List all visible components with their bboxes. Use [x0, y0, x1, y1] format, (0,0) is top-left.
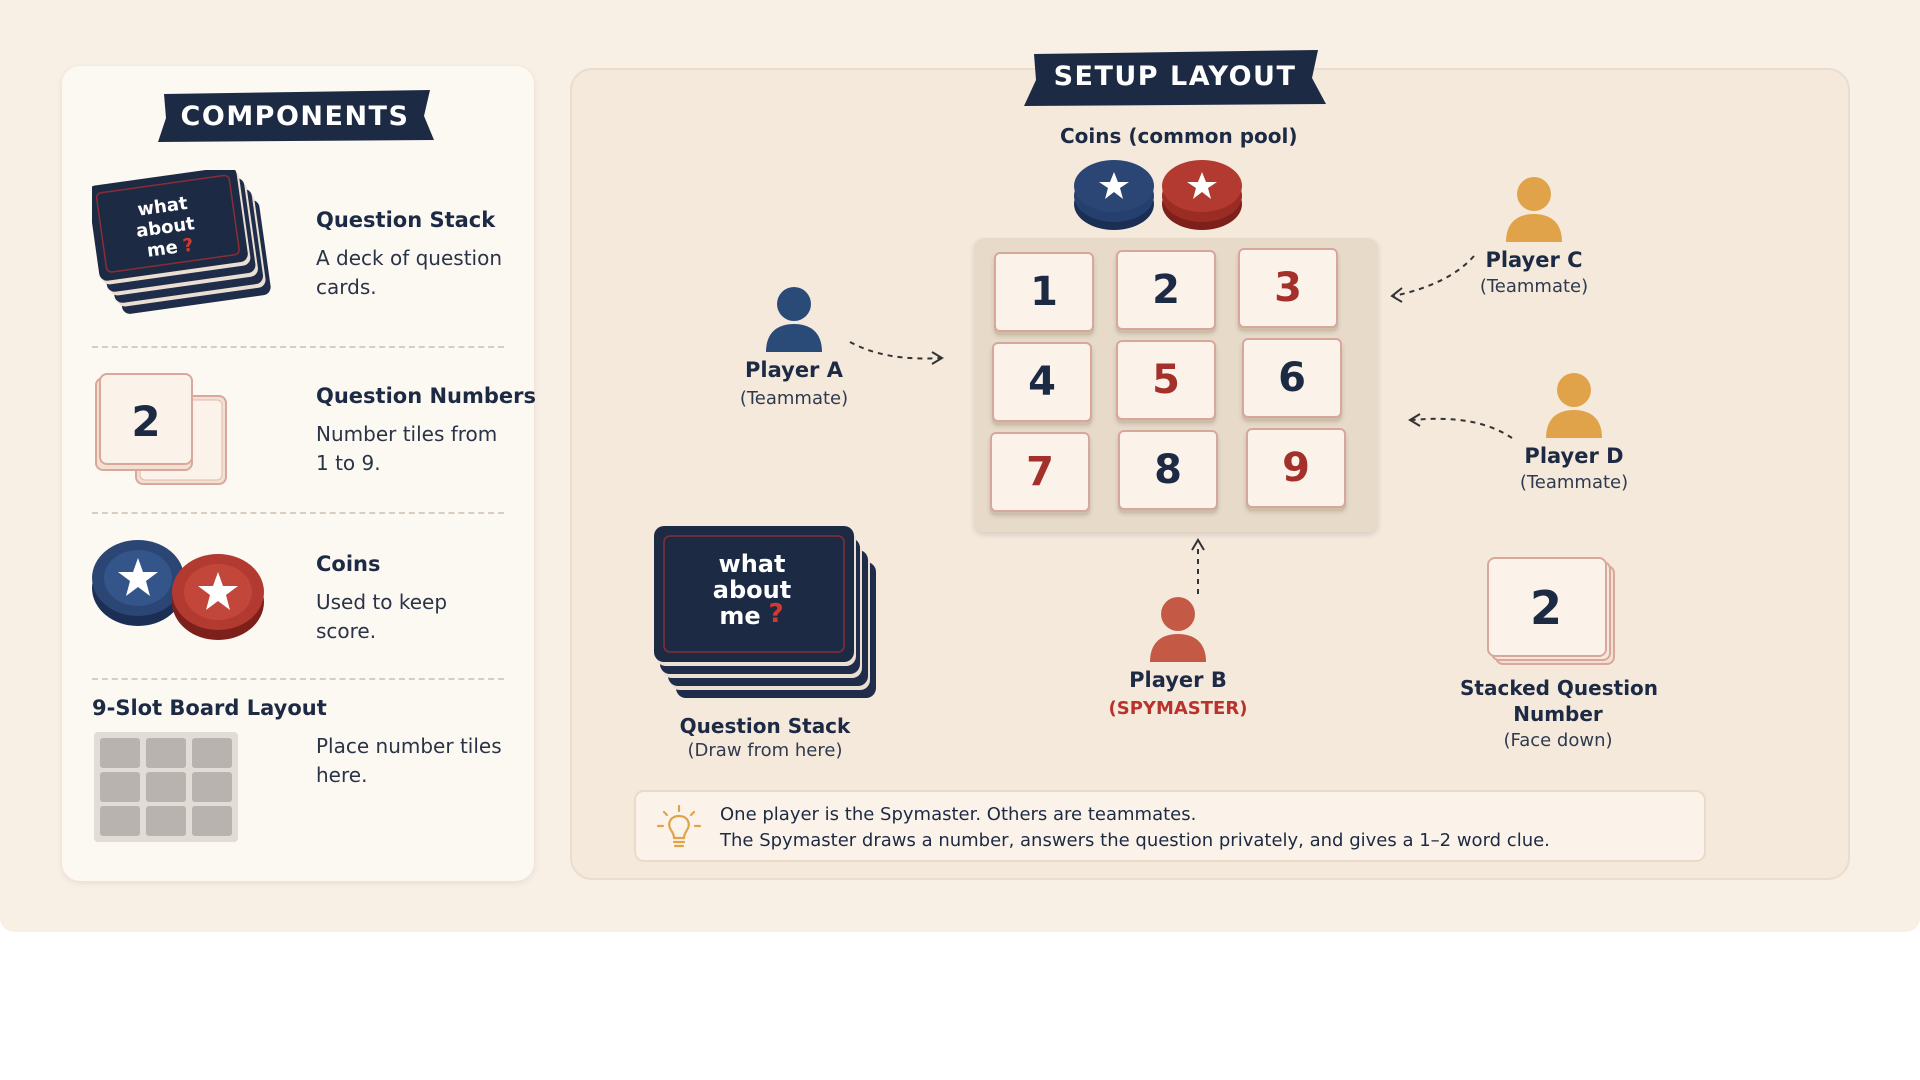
components-heading: COMPONENTS	[180, 100, 410, 132]
component-title: Question Numbers	[316, 384, 537, 408]
player-a-name: Player A	[745, 358, 843, 382]
coins-pool-icon	[1074, 160, 1242, 230]
component-question-numbers: 2 Question Numbers Number tiles from 1 t…	[92, 364, 536, 514]
board-grid-icon	[94, 732, 238, 842]
card-word-1: what	[719, 550, 786, 578]
instruction-sheet: COMPONENTS what about me ?	[0, 0, 1920, 932]
player-a-icon	[766, 287, 822, 352]
card-question-mark: ?	[768, 599, 783, 629]
number-tiles-icon: 2	[95, 373, 227, 485]
player-c-name: Player C	[1485, 248, 1583, 272]
divider	[92, 678, 504, 680]
player-c-icon	[1506, 177, 1562, 242]
tile-number: 2	[131, 397, 160, 446]
stacked-number-subtitle: (Face down)	[1503, 730, 1613, 751]
card-word-2: about	[713, 576, 791, 604]
board-tile-5[interactable]: 5	[1116, 340, 1216, 420]
component-description: Used to keep score.	[316, 590, 448, 643]
setup-question-stack-subtitle: (Draw from here)	[687, 740, 843, 761]
setup-heading: SETUP LAYOUT	[1053, 60, 1297, 92]
arrow-d-icon	[1408, 413, 1513, 439]
board-tile-9[interactable]: 9	[1246, 428, 1346, 508]
component-question-stack: what about me ? Question Stack A deck of…	[92, 170, 504, 320]
coins-icon	[92, 540, 264, 640]
components-banner: COMPONENTS	[154, 90, 436, 142]
player-a-role: (Teammate)	[739, 388, 849, 409]
player-b-role: (SPYMASTER)	[1108, 698, 1248, 719]
tip-box: One player is the Spymaster. Others are …	[634, 790, 1706, 862]
board-tile-7[interactable]: 7	[990, 432, 1090, 512]
arrow-c-icon	[1390, 255, 1475, 303]
player-d-name: Player D	[1524, 444, 1624, 468]
board-tile-1[interactable]: 1	[994, 252, 1094, 332]
card-question-mark: ?	[182, 235, 195, 257]
board-tile-6[interactable]: 6	[1242, 338, 1342, 418]
divider	[92, 346, 504, 348]
component-title: Question Stack	[316, 208, 496, 232]
stacked-number-title-1: Stacked Question	[1460, 676, 1659, 700]
setup-question-stack-icon: what about me ?	[654, 526, 876, 698]
lightbulb-icon	[656, 804, 702, 848]
component-description: Number tiles from 1 to 9.	[316, 422, 498, 475]
component-title: 9-Slot Board Layout	[92, 696, 327, 720]
component-description: Place number tiles here.	[316, 734, 502, 787]
components-panel: COMPONENTS what about me ?	[62, 66, 536, 881]
setup-question-stack-title: Question Stack	[679, 714, 851, 738]
arrow-b-icon	[1191, 538, 1205, 594]
board-tile-2[interactable]: 2	[1116, 250, 1216, 330]
component-coins: Coins Used to keep score.	[92, 534, 504, 674]
stacked-number-value: 2	[1530, 581, 1562, 635]
player-d-role: (Teammate)	[1519, 472, 1629, 493]
board-tile-4[interactable]: 4	[992, 342, 1092, 422]
question-stack-icon: what about me ?	[92, 170, 271, 314]
stacked-number-icon: 2	[1487, 557, 1615, 665]
arrow-a-icon	[849, 341, 944, 365]
player-b-icon	[1150, 597, 1206, 662]
card-word-3: me	[146, 237, 180, 262]
tip-line-2: The Spymaster draws a number, answers th…	[720, 830, 1550, 851]
board-tile-3[interactable]: 3	[1238, 248, 1338, 328]
board-tile-8[interactable]: 8	[1118, 430, 1218, 510]
player-d-icon	[1546, 373, 1602, 438]
player-c-role: (Teammate)	[1479, 276, 1589, 297]
component-title: Coins	[316, 552, 381, 576]
tip-line-1: One player is the Spymaster. Others are …	[720, 804, 1197, 825]
component-board-layout: 9-Slot Board Layout Place number tiles h…	[92, 696, 504, 856]
game-board: 1 2 3 4 5 6 7 8 9	[974, 238, 1378, 532]
stacked-number-title-2: Number	[1513, 702, 1603, 726]
component-description: A deck of question cards.	[316, 246, 503, 299]
divider	[92, 512, 504, 514]
coins-pool-label: Coins (common pool)	[1060, 124, 1298, 148]
setup-banner: SETUP LAYOUT	[1022, 50, 1328, 106]
player-b-name: Player B	[1129, 668, 1227, 692]
card-word-3: me	[719, 602, 760, 630]
